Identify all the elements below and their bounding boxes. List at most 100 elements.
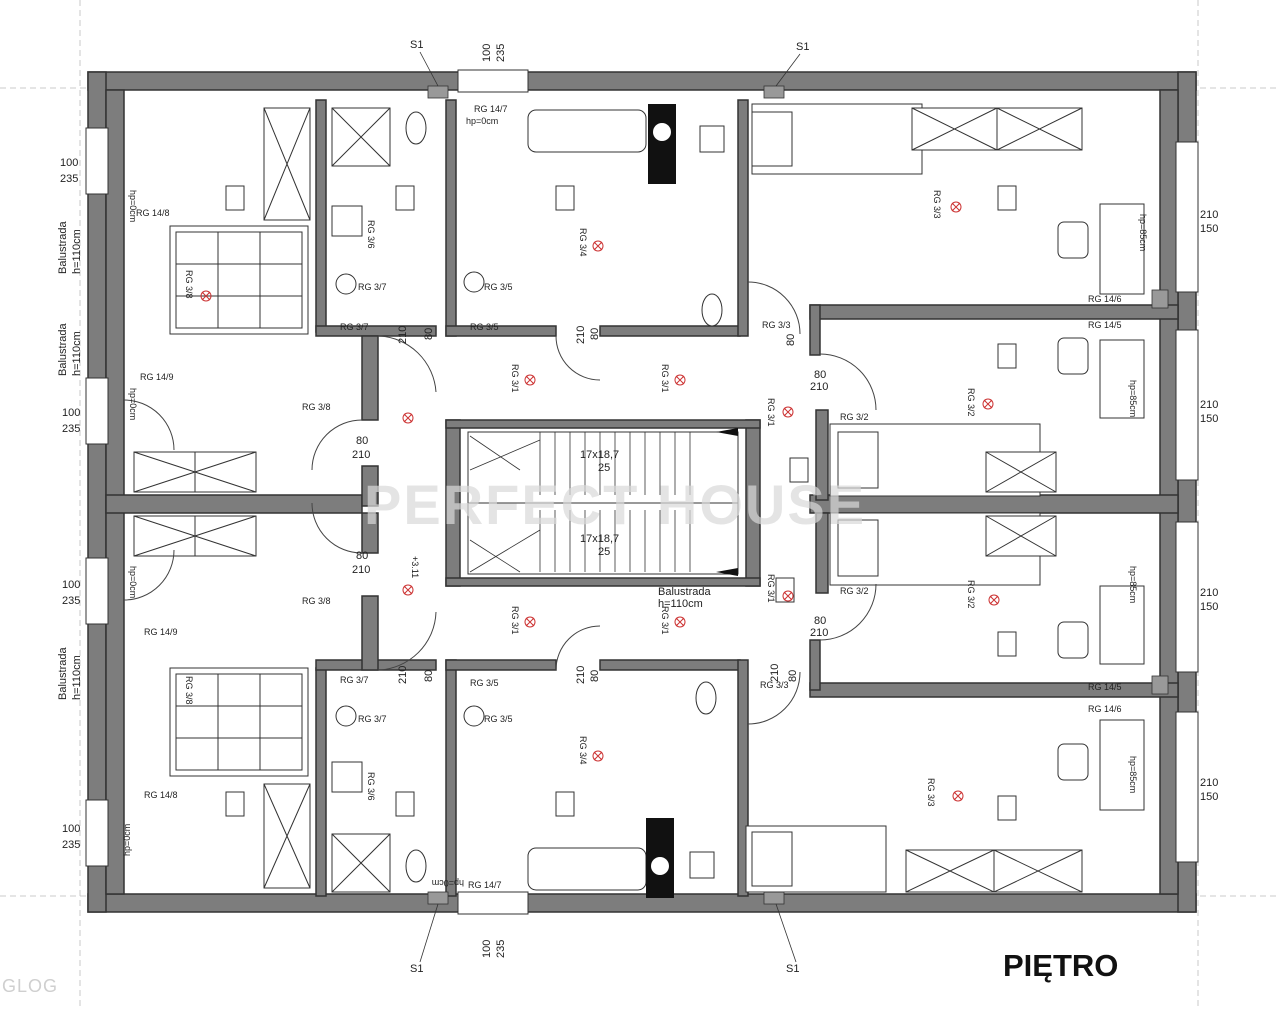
vent-marks <box>427 85 1169 905</box>
rg-code: RG 3/3 <box>932 190 942 219</box>
rg-code: RG 14/5 <box>1088 320 1122 330</box>
balustrade-height: h=110cm <box>71 655 83 700</box>
rg-code: RG 14/6 <box>1088 704 1122 714</box>
rg-code: RG 3/2 <box>840 412 869 422</box>
rg-code: RG 3/2 <box>840 586 869 596</box>
window-height-top: 235 <box>495 44 507 62</box>
door-height: 210 <box>352 564 370 576</box>
rg-code: RG 3/8 <box>184 270 194 299</box>
rg-code: RG 14/7 <box>474 104 508 114</box>
rg-code: RG 3/1 <box>510 364 520 393</box>
rg-code: RG 3/5 <box>470 322 499 332</box>
rg-code: RG 3/5 <box>484 714 513 724</box>
door-height: 210 <box>575 326 587 344</box>
watermark-text: PERFECT HOUSE <box>364 473 866 536</box>
rg-code: RG 3/2 <box>966 580 976 609</box>
room-tags <box>225 185 1017 821</box>
right-window-width: 210 <box>1200 399 1218 411</box>
windows <box>85 69 1199 915</box>
sill-height-note: hp=0cm <box>128 190 138 222</box>
right-window-width: 210 <box>1200 587 1218 599</box>
interior-walls-upper <box>315 99 1179 507</box>
rg-code: RG 3/8 <box>302 596 331 606</box>
rg-code: RG 14/9 <box>144 627 178 637</box>
bed-upper-right <box>751 103 923 175</box>
corner-watermark: GLOG <box>2 976 59 996</box>
rg-code: RG 14/5 <box>1088 682 1122 692</box>
rg-codes: RG 14/7 RG 14/7 RG 14/8 RG 14/8 RG 14/9 … <box>136 104 1122 890</box>
door-height: 210 <box>352 449 370 461</box>
balustrade-height: h=110cm <box>71 229 83 274</box>
window-tag-s1: S1 <box>410 963 423 975</box>
balustrade-label: Balustrada <box>57 221 69 274</box>
bathroom-fixtures-lower <box>331 681 717 893</box>
balustrade-height: h=110cm <box>71 331 83 376</box>
rg-code: RG 3/1 <box>660 606 670 635</box>
rg-code: RG 3/7 <box>358 282 387 292</box>
rg-code: RG 3/3 <box>926 778 936 807</box>
window-tag-s1: S1 <box>786 963 799 975</box>
bed-lower-right <box>745 825 887 893</box>
left-window-width: 100 <box>62 579 80 591</box>
rg-code: RG 3/6 <box>366 220 376 249</box>
right-window-width: 210 <box>1200 777 1218 789</box>
rg-code: RG 14/6 <box>1088 294 1122 304</box>
door-height: 210 <box>397 326 409 344</box>
door-width: 80 <box>356 435 368 447</box>
rg-code: RG 3/5 <box>484 282 513 292</box>
bed-upper-left <box>169 225 309 335</box>
left-window-width: 100 <box>60 157 78 169</box>
right-window-height: 150 <box>1200 223 1218 235</box>
door-width: 80 <box>589 328 601 340</box>
right-window-width: 210 <box>1200 209 1218 221</box>
rg-code: RG 14/7 <box>468 880 502 890</box>
right-window-height: 150 <box>1200 413 1218 425</box>
rg-code: RG 14/8 <box>144 790 178 800</box>
window-width-top: 100 <box>481 44 493 62</box>
left-window-height: 235 <box>60 173 78 185</box>
door-width: 80 <box>814 615 826 627</box>
sill-height-note: hp=85cm <box>1128 756 1138 793</box>
sill-height-note: hp=0cm <box>466 116 498 126</box>
door-height: 210 <box>810 627 828 639</box>
balustrade-label: Balustrada <box>57 323 69 376</box>
left-window-width: 100 <box>62 823 80 835</box>
interior-walls-lower <box>315 512 1179 897</box>
rg-code: RG 3/1 <box>660 364 670 393</box>
rg-code: RG 3/6 <box>366 772 376 801</box>
door-height: 210 <box>810 381 828 393</box>
door-width: 80 <box>423 328 435 340</box>
stair-lower-count: 25 <box>598 546 610 558</box>
window-tag-s1: S1 <box>796 41 809 53</box>
window-height-bottom: 235 <box>495 940 507 958</box>
stair-railing-label: Balustrada <box>658 586 711 598</box>
rg-code: RG 14/9 <box>140 372 174 382</box>
left-window-height: 235 <box>62 595 80 607</box>
door-width: 80 <box>423 670 435 682</box>
stair-lower-size: 17x18,7 <box>580 533 619 545</box>
stair-treads-upper <box>469 432 691 495</box>
rg-code: RG 3/1 <box>766 398 776 427</box>
sill-height-note: hp=0cm <box>122 824 132 856</box>
rg-code: RG 3/4 <box>578 228 588 257</box>
bed-lower-left <box>169 667 309 777</box>
door-swings <box>123 281 877 725</box>
stair-direction-arrows <box>716 428 738 576</box>
floor-title: PIĘTRO <box>1003 948 1119 983</box>
rg-code: RG 3/1 <box>510 606 520 635</box>
door-width: 80 <box>787 670 799 682</box>
rg-code: RG 3/7 <box>358 714 387 724</box>
s1-leaders <box>419 51 801 963</box>
door-width: 80 <box>785 334 797 346</box>
left-window-height: 235 <box>62 839 80 851</box>
outlet-markers <box>200 201 1000 802</box>
rg-code: RG 3/7 <box>340 322 369 332</box>
sill-height-note: hp=0cm <box>432 878 464 888</box>
stair-railing-height: h=110cm <box>658 598 703 610</box>
right-window-height: 150 <box>1200 791 1218 803</box>
rg-code: RG 3/1 <box>766 574 776 603</box>
door-width: 80 <box>814 369 826 381</box>
boiler-icons <box>646 104 676 898</box>
rg-code: RG 3/4 <box>578 736 588 765</box>
